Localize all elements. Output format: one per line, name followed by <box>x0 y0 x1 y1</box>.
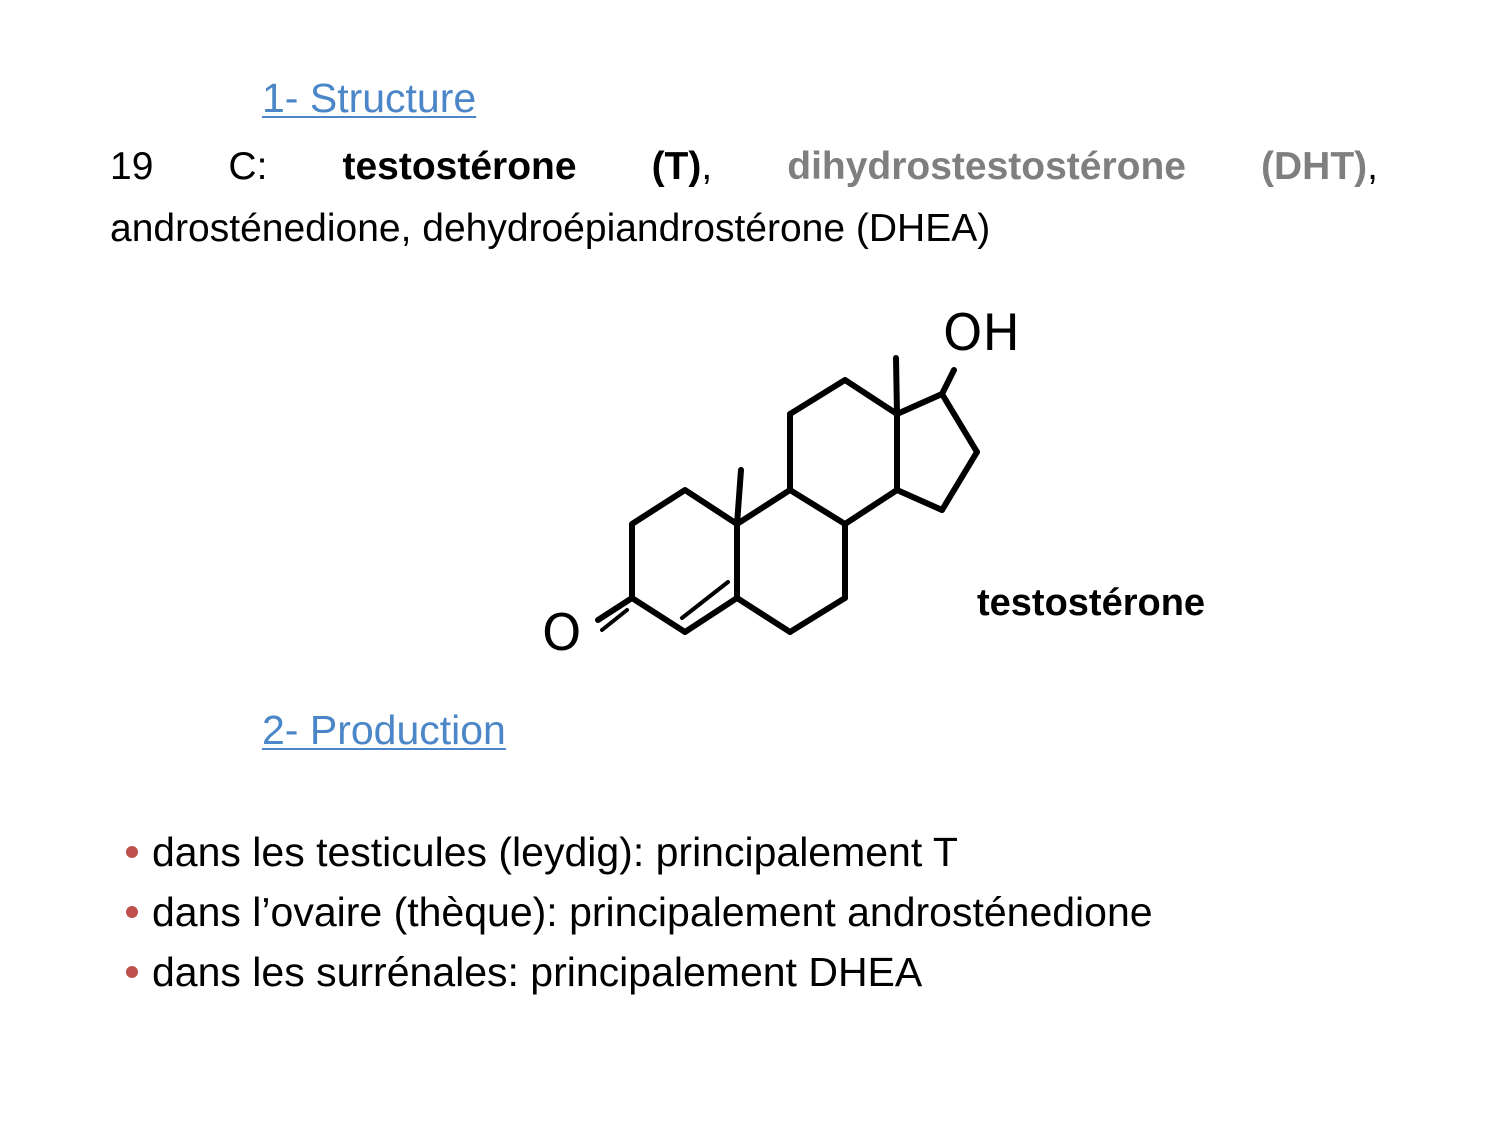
ketone-bond <box>595 595 635 623</box>
ketone-label: O <box>542 604 581 662</box>
hydroxyl-label: OH <box>943 304 1020 362</box>
section-title-production: 2- Production <box>262 707 506 753</box>
ring-d-bond <box>939 391 980 455</box>
testosterone-term: testostérone (T) <box>342 145 702 188</box>
methyl-c10 <box>734 467 744 527</box>
list-item: dans l’ovaire (thèque): principalement a… <box>120 882 1153 942</box>
ring-c-bond <box>842 377 900 417</box>
section-title-structure: 1- Structure <box>262 75 477 121</box>
ring-a-bond <box>629 595 688 635</box>
ring-b-bond <box>734 595 793 635</box>
intro-line-1: 19 C: testostérone (T), dihydrostestosté… <box>110 145 1378 188</box>
ring-d-bond <box>894 391 945 417</box>
ring-b-bond <box>787 595 848 635</box>
ring-b-bond <box>734 487 793 527</box>
hydroxyl-bond <box>939 367 957 397</box>
molecule-bonds <box>595 355 980 635</box>
list-item: dans les testicules (leydig): principale… <box>120 822 1153 882</box>
ring-a-bonds <box>629 487 740 601</box>
dht-term: dihydrostestostérone (DHT) <box>787 145 1368 188</box>
ketone-double-bond <box>600 608 629 632</box>
ring-d-bond <box>939 449 980 513</box>
ring-c-bond <box>787 377 848 417</box>
intro-paragraph: 19 C: testostérone (T), dihydrostestosté… <box>110 136 1378 260</box>
methyl-c13 <box>893 355 900 417</box>
double-bond-inner <box>680 580 730 620</box>
intro-prefix: 19 C: <box>110 145 343 188</box>
ring-a-bond <box>682 595 740 635</box>
production-list: dans les testicules (leydig): principale… <box>120 822 1153 1002</box>
ring-d-bond <box>894 487 945 513</box>
intro-line-2: androsténedione, dehydroépiandrostérone … <box>110 207 991 250</box>
ring-c-bond <box>842 487 900 527</box>
ring-b-bond <box>787 487 848 527</box>
bullet-icon <box>126 966 138 978</box>
bullet-icon <box>126 906 138 918</box>
bullet-icon <box>126 846 138 858</box>
molecule-name: testostérone <box>977 582 1205 624</box>
list-item: dans les surrénales: principalement DHEA <box>120 942 1153 1002</box>
